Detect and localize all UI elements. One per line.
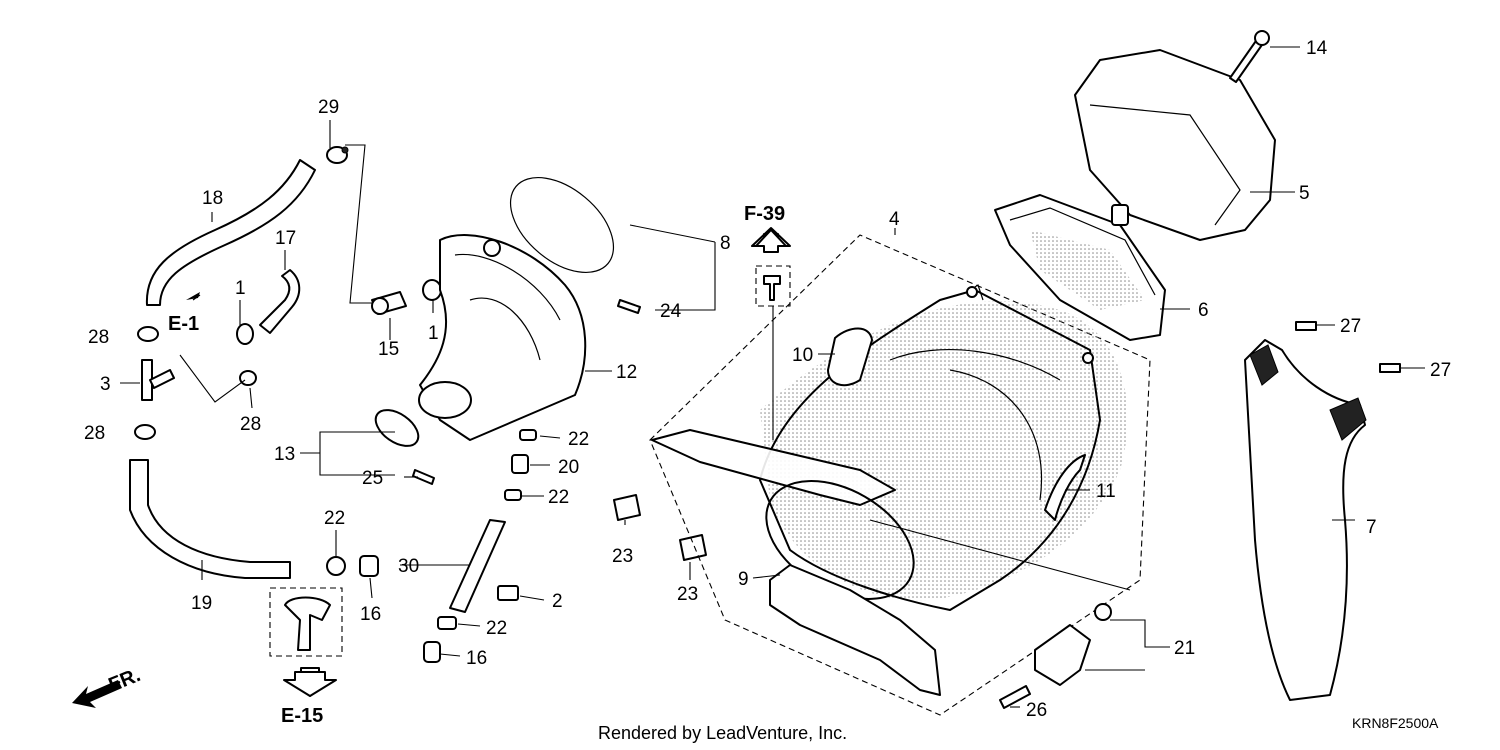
callout-25: 25 bbox=[362, 468, 383, 489]
callout-16-bottom: 16 bbox=[466, 648, 487, 669]
callout-22-lower: 22 bbox=[324, 508, 345, 529]
callout-29: 29 bbox=[318, 97, 339, 118]
fitting-16-bottom bbox=[423, 641, 441, 663]
fitting-15 bbox=[371, 291, 407, 315]
seal-8 bbox=[509, 176, 615, 274]
callout-1-center: 1 bbox=[428, 323, 439, 344]
callout-22-b: 22 bbox=[548, 487, 569, 508]
bolt-14 bbox=[1229, 30, 1270, 83]
front-arrow-icon bbox=[72, 680, 122, 708]
air-funnel-12 bbox=[418, 234, 587, 441]
callout-5: 5 bbox=[1299, 183, 1310, 204]
callout-30: 30 bbox=[398, 556, 419, 577]
callout-21: 21 bbox=[1174, 638, 1195, 659]
band-13 bbox=[374, 409, 420, 447]
fitting-22-a bbox=[519, 429, 537, 441]
fitting-16-left bbox=[359, 555, 379, 577]
callout-8: 8 bbox=[720, 233, 731, 254]
cover-9 bbox=[769, 564, 941, 696]
element-10 bbox=[827, 327, 873, 387]
hose-30 bbox=[449, 519, 506, 613]
clamp-1-left bbox=[236, 323, 254, 345]
callout-4: 4 bbox=[889, 209, 900, 230]
callout-28-right: 28 bbox=[240, 414, 261, 435]
callout-23-b: 23 bbox=[677, 584, 698, 605]
clip-2 bbox=[497, 585, 519, 601]
element-11 bbox=[1044, 454, 1086, 521]
ref-e15: E-15 bbox=[281, 705, 323, 727]
f39-arrow-icon bbox=[755, 229, 787, 253]
bolt-24 bbox=[617, 299, 641, 314]
diagram-code: KRN8F2500A bbox=[1352, 715, 1439, 731]
callout-2: 2 bbox=[552, 591, 563, 612]
callout-24: 24 bbox=[660, 301, 682, 322]
clamp-29 bbox=[326, 146, 349, 164]
t-joint-3 bbox=[141, 359, 175, 401]
element-6 bbox=[994, 194, 1166, 341]
hose-18 bbox=[145, 159, 316, 306]
callout-9: 9 bbox=[738, 569, 749, 590]
ref-front: FR. bbox=[106, 664, 144, 696]
ref-f39: F-39 bbox=[744, 203, 785, 225]
nut-23-b bbox=[679, 534, 707, 561]
lid-5 bbox=[1074, 49, 1276, 241]
callout-27-b: 27 bbox=[1430, 360, 1451, 381]
callout-17: 17 bbox=[275, 228, 296, 249]
clamp-22-lower bbox=[326, 556, 346, 576]
credit-text: Rendered by LeadVenture, Inc. bbox=[598, 723, 847, 743]
callout-labels: 14 5 6 27 27 7 4 10 11 9 21 26 8 24 12 1… bbox=[84, 38, 1451, 721]
callout-18: 18 bbox=[202, 188, 223, 209]
nut-23-a bbox=[613, 494, 641, 521]
e15-arrow-icon bbox=[283, 671, 337, 697]
callout-15: 15 bbox=[378, 339, 399, 360]
callout-23-a: 23 bbox=[612, 546, 633, 567]
callout-12: 12 bbox=[616, 362, 637, 383]
screw-25 bbox=[412, 469, 435, 485]
callout-7: 7 bbox=[1366, 517, 1377, 538]
hose-19 bbox=[129, 459, 291, 579]
callout-11: 11 bbox=[1096, 481, 1116, 502]
callout-13: 13 bbox=[274, 444, 295, 465]
ref-e1: E-1 bbox=[168, 313, 199, 335]
bolt-26 bbox=[999, 685, 1031, 709]
e1-arrow-icon bbox=[186, 292, 200, 300]
hose-17 bbox=[259, 269, 301, 334]
callout-10: 10 bbox=[792, 345, 813, 366]
screw-27-b bbox=[1379, 363, 1401, 373]
callout-16-left: 16 bbox=[360, 604, 381, 625]
callout-14: 14 bbox=[1306, 38, 1328, 59]
side-cover-7 bbox=[1244, 339, 1367, 701]
callout-20: 20 bbox=[558, 457, 579, 478]
clamp-1-center bbox=[422, 279, 442, 301]
clamp-28-right bbox=[239, 370, 257, 386]
fitting-20 bbox=[511, 454, 529, 474]
fitting-22-b bbox=[504, 489, 522, 501]
drain-21 bbox=[1034, 603, 1112, 686]
callout-6: 6 bbox=[1198, 300, 1209, 321]
screw-27-a bbox=[1295, 321, 1317, 331]
callout-22-c: 22 bbox=[486, 618, 507, 639]
callout-1-left: 1 bbox=[235, 278, 246, 299]
callout-22-a: 22 bbox=[568, 429, 589, 450]
leader-lines bbox=[120, 46, 1425, 708]
callout-28-bottom: 28 bbox=[84, 423, 105, 444]
clamp-28-bottom bbox=[134, 424, 156, 440]
callout-27-a: 27 bbox=[1340, 316, 1361, 337]
callout-26: 26 bbox=[1026, 700, 1047, 721]
callout-3: 3 bbox=[100, 374, 111, 395]
fitting-22-c bbox=[437, 616, 457, 630]
callout-28-top: 28 bbox=[88, 327, 109, 348]
clamp-28-top bbox=[137, 326, 159, 342]
callout-19: 19 bbox=[191, 593, 212, 614]
